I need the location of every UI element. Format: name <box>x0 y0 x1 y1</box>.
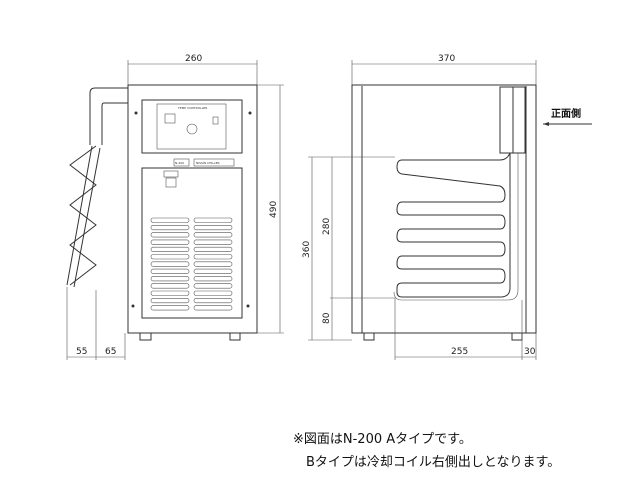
serpentine-coil <box>396 152 511 298</box>
dim-coil-depth: 255 <box>451 347 468 357</box>
front-side-label: 正面側 <box>551 107 581 120</box>
louver-slot <box>193 225 233 231</box>
switch-label <box>163 170 179 178</box>
foot <box>511 332 523 341</box>
dim-coil-height: 360 <box>302 241 312 258</box>
dim-height: 490 <box>269 201 279 218</box>
panel-title: TEMP CONTROLLER <box>177 106 207 110</box>
note-line-2: Bタイプは冷却コイル右側出しとなります。 <box>306 455 561 470</box>
front-body <box>127 84 258 334</box>
dim-offset: 65 <box>105 347 116 357</box>
dim-coil: 55 <box>76 347 87 357</box>
louver-slot <box>150 254 190 260</box>
louver-slot <box>193 276 233 282</box>
louver-slot <box>150 232 190 238</box>
dim-depth: 370 <box>438 54 455 64</box>
screw <box>131 304 135 308</box>
louver-slot <box>150 225 190 231</box>
front-view: TEMP CONTROLLER N-200 NISSIN CHILLER 260… <box>66 54 284 360</box>
cooling-coil <box>66 145 101 288</box>
louver-slot <box>150 305 190 311</box>
louver-slot <box>193 254 233 260</box>
louver-panel <box>141 167 243 319</box>
louver-slot <box>150 239 190 245</box>
side-body <box>351 84 537 334</box>
coil-pipe <box>89 87 128 145</box>
louver-slot <box>150 217 190 223</box>
maker-plate-box <box>193 158 235 167</box>
louver-slot <box>150 283 190 289</box>
louver-slot <box>193 283 233 289</box>
louver-slot <box>150 246 190 252</box>
screw <box>246 304 250 308</box>
control-panel <box>141 99 243 154</box>
louver-slot <box>193 305 233 311</box>
model-plate-box <box>173 158 190 167</box>
screw <box>134 111 138 115</box>
louver-slot <box>193 261 233 267</box>
louver-slot <box>150 268 190 274</box>
louver-slot <box>193 232 233 238</box>
louver-slot <box>193 239 233 245</box>
maker-plate: NISSIN CHILLER <box>196 161 220 165</box>
louver-slot <box>193 217 233 223</box>
coil-return <box>393 153 519 301</box>
power-lamp <box>212 116 219 125</box>
louver-slot <box>193 268 233 274</box>
foot <box>363 332 375 341</box>
power-switch <box>165 177 177 188</box>
louver-slot <box>150 261 190 267</box>
model-plate: N-200 <box>175 161 184 165</box>
temperature-dial <box>186 123 198 135</box>
louver-slot <box>150 297 190 304</box>
display-window <box>164 113 176 124</box>
dim-base: 80 <box>322 312 332 324</box>
dim-rear: 30 <box>524 347 536 357</box>
note-line-1: ※図面はN-200 Aタイプです。 <box>293 432 472 447</box>
louver-slot <box>193 290 233 296</box>
coil-header <box>512 86 526 154</box>
side-view: 370 360 280 80 255 30 正面側 <box>302 54 592 360</box>
foot <box>139 332 152 341</box>
louver-slot <box>193 246 233 252</box>
coil-header <box>499 86 514 154</box>
arrow-head-icon <box>543 122 549 126</box>
foot <box>229 332 241 341</box>
controller-plate <box>156 103 227 150</box>
dim-width: 260 <box>185 54 202 64</box>
screw <box>248 111 252 115</box>
louvers <box>150 217 233 311</box>
dim-coil-span: 280 <box>322 218 332 235</box>
louver-slot <box>150 290 190 296</box>
louver-slot <box>193 297 233 304</box>
louver-slot <box>150 276 190 282</box>
